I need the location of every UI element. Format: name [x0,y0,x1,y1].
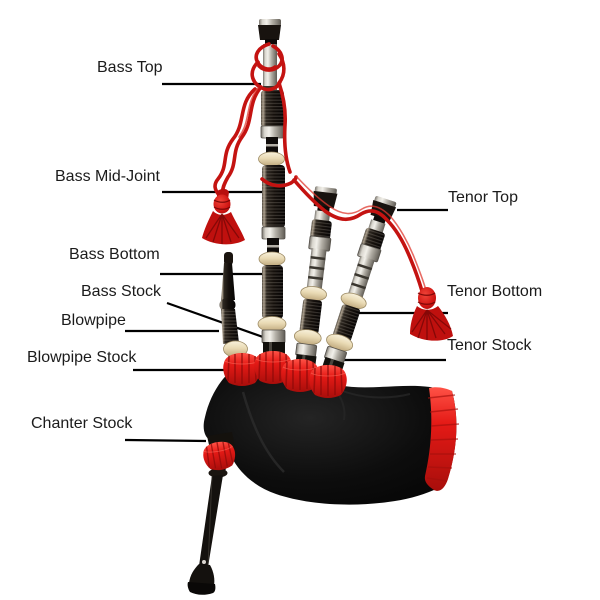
cord-across-tenors [292,178,424,293]
bass-ferrule-mid [261,226,286,240]
label-bass-bottom: Bass Bottom [69,246,160,263]
blowpipe-mouthpiece [224,252,233,265]
label-bass-stock: Bass Stock [81,283,162,300]
chanter-sole [187,582,216,595]
cord-left-strand-1 [220,85,263,195]
label-chanter-stock: Chanter Stock [31,415,133,432]
label-blowpipe: Blowpipe [61,312,126,329]
leader-lines [124,82,448,443]
bass-stock-ivory-mount [257,316,287,332]
label-blowpipe-stock: Blowpipe Stock [27,349,137,366]
bass-ferrule-upper [260,125,285,139]
cord-left-strand-2 [213,87,257,197]
leader-line-chanter-stock [124,438,207,443]
bass-top-cap-band [259,19,281,26]
cord-tassel-left [202,188,245,245]
label-tenor-top: Tenor Top [448,189,518,206]
bass-top-cap [258,25,281,40]
cord-wrap [260,175,298,188]
tenor1-ivory-bush [300,286,327,302]
tenor1-top-cap [313,190,338,209]
label-bass-mid-joint: Bass Mid-Joint [55,168,160,185]
chanter-hole [202,560,206,564]
chanter-bell [189,564,215,585]
label-tenor-bottom: Tenor Bottom [447,283,543,300]
bass-stock-ferrule [261,329,286,344]
bag-cover [203,371,457,505]
label-tenor-stock: Tenor Stock [447,337,532,354]
bass-ivory-bush-upper [258,151,285,167]
chanter-shaft [199,475,223,567]
label-bass-top: Bass Top [97,59,163,76]
blowpipe-pipe [219,252,248,358]
cord-tassel-right [410,287,453,341]
tenor2-stock-fringe [308,364,348,399]
drone-cord [213,42,426,293]
bass-ivory-bush-lower [258,251,286,267]
cord-right-descent [277,81,292,174]
bass-drone [257,19,287,361]
